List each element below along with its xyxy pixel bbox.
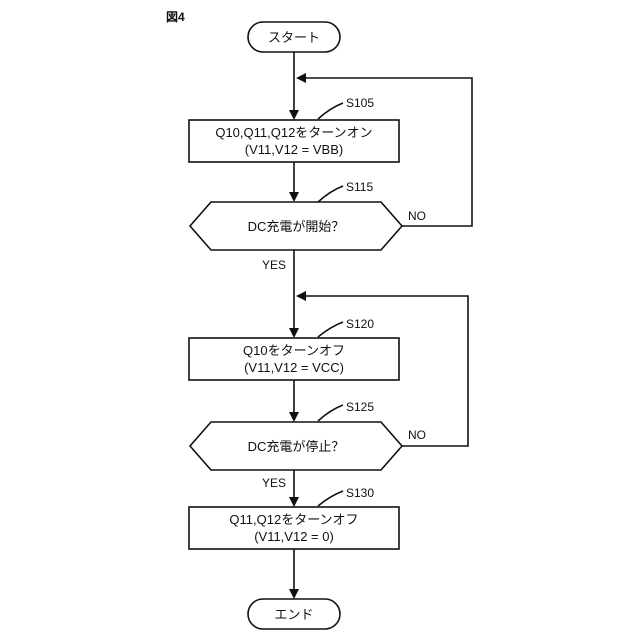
figure-label: 図4 [166,10,185,24]
arrowhead [289,497,299,507]
step-id-s120: S120 [346,317,374,331]
arrowhead [289,110,299,120]
process-s105-line1: Q10,Q11,Q12をターンオン [215,125,372,140]
step-id-s130: S130 [346,486,374,500]
decision-s125-text: DC充電が停止？ [248,439,345,454]
process-s130-line1: Q11,Q12をターンオフ [229,512,358,527]
process-s120-line1: Q10をターンオフ [243,343,345,358]
decision-s115-text: DC充電が開始？ [248,219,345,234]
leader-line [318,103,343,119]
step-id-s125: S125 [346,400,374,414]
leader-line [318,405,343,421]
start-label: スタート [268,30,320,45]
arrowhead [289,192,299,202]
process-s120-line2: (V11,V12 = VCC) [244,360,344,375]
step-id-s115: S115 [346,180,373,194]
arrowhead [289,589,299,599]
yes-label-s125: YES [262,476,286,490]
no-label-s115: NO [408,209,426,223]
arrowhead [289,412,299,422]
leader-line [318,491,343,506]
arrowhead [296,73,306,83]
yes-label-s115: YES [262,258,286,272]
leader-line [318,186,343,202]
process-s105-line2: (V11,V12 = VBB) [245,142,343,157]
arrowhead [296,291,306,301]
step-id-s105: S105 [346,96,374,110]
no-label-s125: NO [408,428,426,442]
process-s130-line2: (V11,V12 = 0) [254,529,334,544]
leader-line [318,322,343,337]
arrowhead [289,328,299,338]
end-label: エンド [274,607,313,622]
